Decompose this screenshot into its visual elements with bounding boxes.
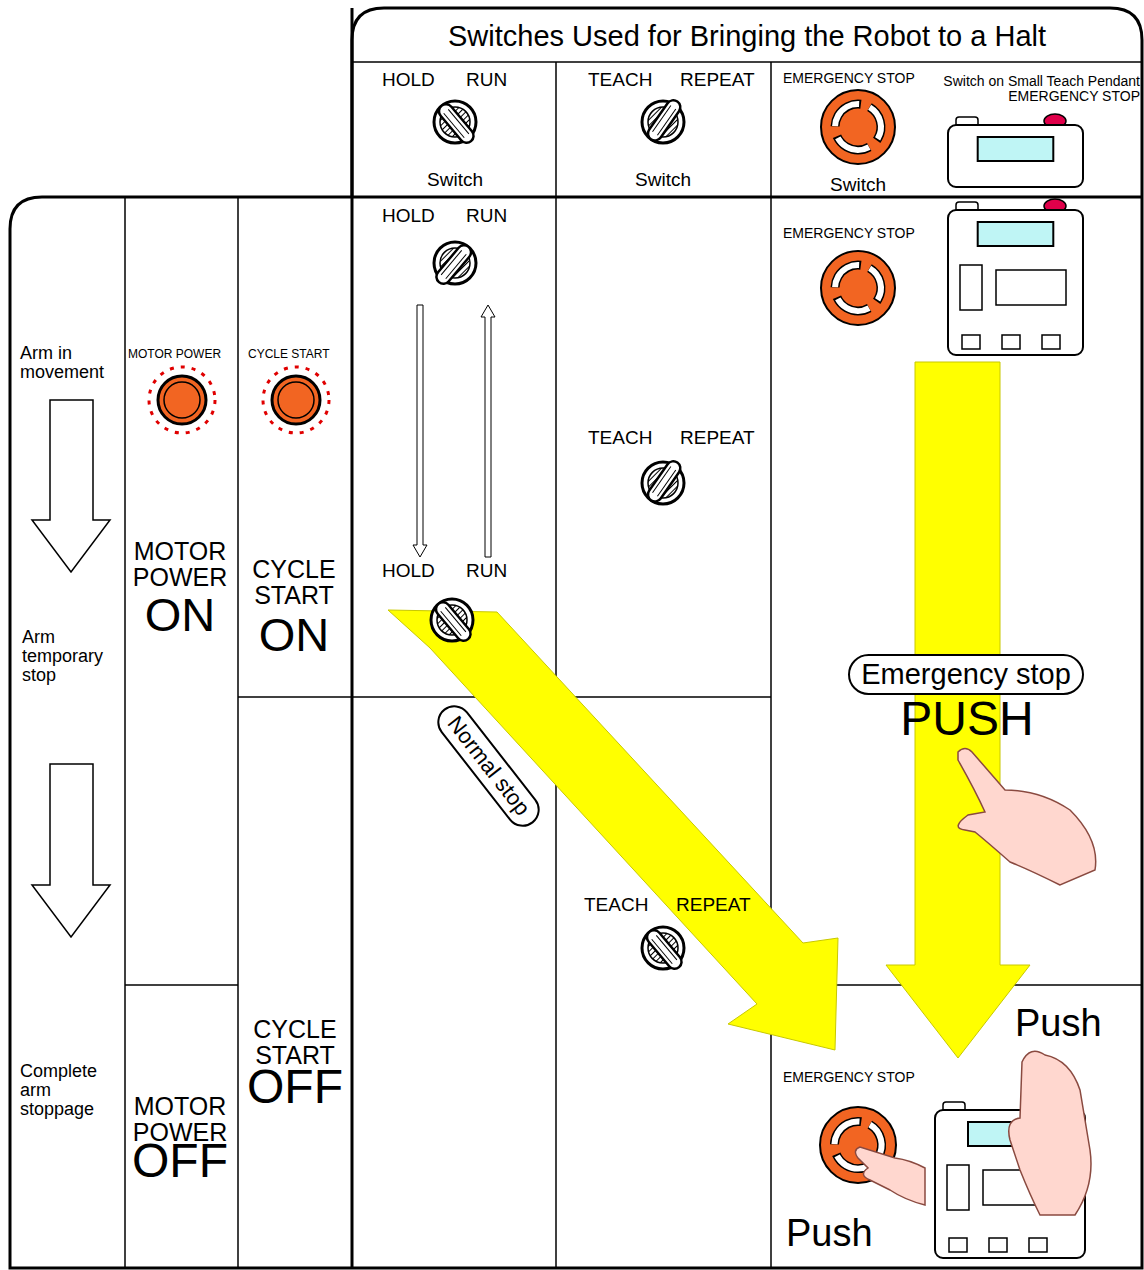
- label: CYCLE START: [242, 1016, 348, 1069]
- label: CYCLE START: [248, 348, 330, 361]
- label: REPEAT: [676, 895, 751, 915]
- teach-pendant: [948, 199, 1083, 355]
- pill-text: Emergency stop: [861, 658, 1071, 691]
- label: EMERGENCY STOP: [783, 1070, 915, 1085]
- label: EMERGENCY STOP: [783, 71, 915, 86]
- label: Switch: [410, 170, 500, 190]
- label: HOLD: [382, 70, 435, 90]
- label: EMERGENCY STOP: [783, 226, 915, 241]
- hand: [855, 1147, 925, 1205]
- label: PUSH: [862, 694, 1072, 744]
- label: Switch: [812, 175, 904, 195]
- stop-pill: Emergency stop: [848, 654, 1084, 695]
- label: Arm in movement: [20, 344, 122, 382]
- label: RUN: [466, 561, 507, 581]
- label: Complete arm stoppage: [20, 1062, 120, 1119]
- label: RUN: [466, 70, 507, 90]
- hand: [1009, 1051, 1091, 1215]
- selector-switch: [642, 98, 684, 144]
- label: OFF: [126, 1136, 234, 1186]
- selector-switch: [642, 927, 684, 972]
- emergency-stop-button: [821, 90, 895, 164]
- label: HOLD: [382, 561, 435, 581]
- indicator-lamp: [149, 367, 215, 433]
- label: MOTOR POWER: [128, 538, 232, 591]
- label: Switch on Small Teach Pendant EMERGENCY …: [922, 74, 1140, 103]
- label: MOTOR POWER: [128, 348, 221, 361]
- label: TEACH: [588, 70, 652, 90]
- label: Push: [1015, 1004, 1102, 1044]
- selector-switch: [434, 242, 476, 287]
- label: ON: [242, 610, 346, 659]
- teach-pendant: [948, 114, 1083, 187]
- selector-switch: [642, 459, 684, 505]
- label: CYCLE START: [242, 556, 346, 609]
- label: HOLD: [382, 206, 435, 226]
- indicator-lamp: [263, 367, 329, 433]
- selector-switch: [431, 599, 473, 644]
- title: Switches Used for Bringing the Robot to …: [448, 20, 1046, 53]
- label: Push: [786, 1214, 873, 1254]
- emergency-stop-button: [821, 251, 895, 325]
- selector-switch: [434, 101, 476, 146]
- label: TEACH: [588, 428, 652, 448]
- label: TEACH: [584, 895, 648, 915]
- label: Arm temporary stop: [22, 628, 122, 685]
- label: ON: [128, 590, 232, 639]
- hand: [958, 749, 1096, 886]
- label: REPEAT: [680, 70, 755, 90]
- label: RUN: [466, 206, 507, 226]
- label: REPEAT: [680, 428, 755, 448]
- label: OFF: [241, 1062, 349, 1112]
- label: Switch: [618, 170, 708, 190]
